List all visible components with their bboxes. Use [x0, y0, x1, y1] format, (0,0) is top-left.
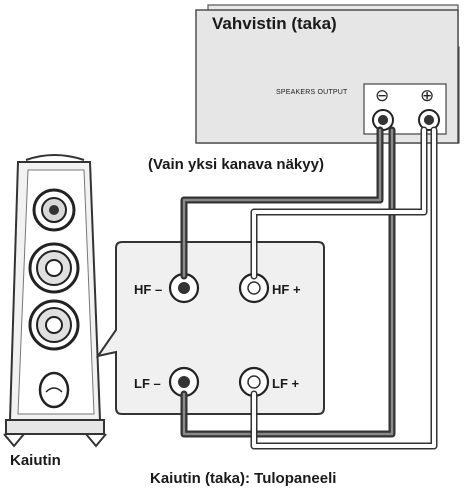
negative-cables: [180, 126, 396, 438]
bass-port: [38, 371, 70, 409]
positive-cables: [250, 126, 438, 450]
lf-minus-label: LF –: [134, 376, 161, 391]
hf-minus-label: HF –: [134, 282, 163, 297]
woofer-upper: [28, 242, 80, 294]
speakers-output-label: SPEAKERS OUTPUT: [276, 89, 348, 96]
hf-minus-terminal: [168, 272, 200, 304]
tweeter: [32, 188, 76, 232]
lf-minus-terminal: [168, 366, 200, 398]
speaker-caption: Kaiutin: [10, 452, 61, 469]
woofer-lower: [28, 299, 80, 351]
amplifier-title: Vahvistin (taka): [212, 14, 337, 33]
speaker-illustration: [3, 154, 107, 448]
minus-symbol: ⊖: [375, 86, 390, 105]
panel-caption: Kaiutin (taka): Tulopaneeli: [150, 470, 337, 487]
hf-plus-label: HF +: [272, 282, 301, 297]
channel-note: (Vain yksi kanava näkyy): [148, 156, 324, 173]
hf-plus-terminal: [238, 272, 270, 304]
plus-symbol: ⊕: [420, 86, 435, 105]
lf-plus-label: LF +: [272, 376, 300, 391]
